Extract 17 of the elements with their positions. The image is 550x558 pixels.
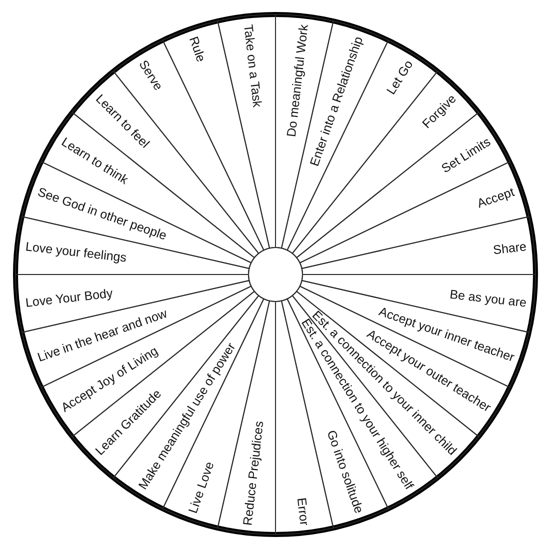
segment-label: Rule	[186, 34, 207, 63]
segment-label: Reduce Prejudices	[241, 420, 266, 526]
segment-label: Let Go	[384, 58, 415, 96]
segment-label: See God in other people	[36, 185, 168, 242]
wheel-segment	[217, 14, 276, 249]
segment-label: Take on a Task	[241, 23, 263, 108]
wheel-segment	[301, 216, 536, 275]
segment-label: Be as you are	[448, 288, 527, 309]
wheel-segment	[22, 280, 252, 388]
segment-label: Do meaningful Work	[284, 23, 310, 138]
segment-label: Live Love	[186, 460, 216, 514]
segment-label: Accept	[475, 185, 516, 210]
segment-label: Love your feelings	[24, 240, 127, 264]
segment-label: Go into solitude	[324, 428, 365, 514]
segment-label: Love Your Body	[24, 286, 113, 309]
segment-label: Share	[492, 240, 527, 256]
segment-label: Error	[294, 496, 310, 526]
